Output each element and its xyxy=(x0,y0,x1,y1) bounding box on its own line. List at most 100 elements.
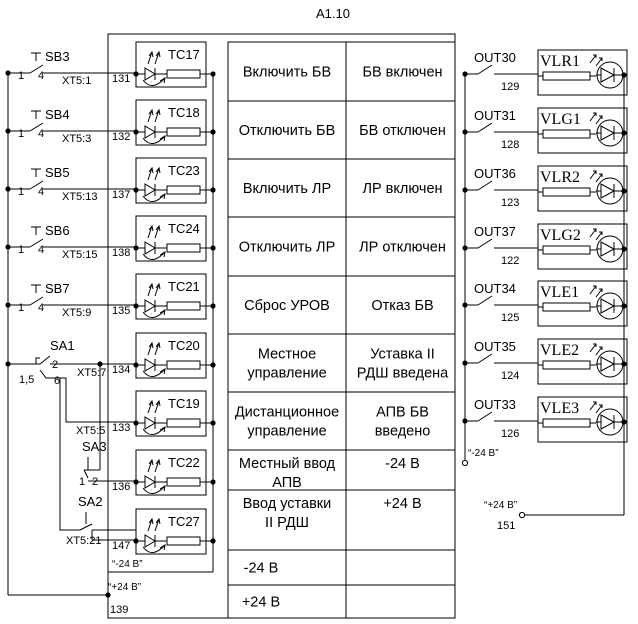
arc-arrowhead xyxy=(159,543,166,551)
led-icon xyxy=(144,416,156,430)
input-junction xyxy=(133,129,139,135)
switch-contact xyxy=(29,296,44,306)
feedback-arc xyxy=(142,544,166,553)
wire-number: 138 xyxy=(112,247,130,259)
table-cell-status: РДШ введена xyxy=(357,366,449,382)
emission-arrows-icon xyxy=(147,50,161,65)
table-cell-command: Включить ЛР xyxy=(243,181,331,197)
switch-contact xyxy=(29,238,44,248)
bus-junction xyxy=(621,188,627,194)
optocoupler-box xyxy=(135,390,207,437)
arc-arrowhead xyxy=(159,367,166,375)
led-icon xyxy=(600,125,616,141)
table-cell-command: -24 В xyxy=(244,561,279,577)
feedback-arc xyxy=(142,485,166,494)
bus-junction xyxy=(621,361,627,367)
led-icon xyxy=(144,358,156,372)
terminal-label: XT5:21 xyxy=(66,535,101,547)
optocoupler-box xyxy=(135,449,207,496)
wire-number: 147 xyxy=(112,540,130,552)
table-cell-command: +24 В xyxy=(242,595,280,611)
optocoupler-box xyxy=(135,508,207,555)
table-cell-command: АПВ xyxy=(272,475,302,491)
right-plus-bus-wire: 151 xyxy=(497,520,515,532)
resistor xyxy=(542,418,591,428)
pin-label: 1,5 xyxy=(19,374,34,386)
arc-arrowhead xyxy=(159,308,166,316)
emission-arrows-icon xyxy=(147,224,161,239)
indicator-label: VLR2 xyxy=(540,169,580,186)
switch-contact xyxy=(477,295,493,306)
emission-arrows-icon xyxy=(589,54,603,67)
table-cell-command: управление xyxy=(247,424,326,440)
pin-label: 2 xyxy=(92,476,98,488)
arc-arrowhead xyxy=(159,134,166,142)
wire-number: 133 xyxy=(112,422,130,434)
switch-contact xyxy=(29,122,44,132)
arc-arrowhead xyxy=(159,484,166,492)
feedback-arc xyxy=(142,426,166,435)
table-cell-status: БВ отключен xyxy=(359,123,446,139)
indicator-label: VLE2 xyxy=(540,342,579,359)
channel-label: TC18 xyxy=(168,105,200,120)
wire-number: 136 xyxy=(112,481,130,493)
arc-arrowhead xyxy=(159,425,166,433)
feedback-arc xyxy=(142,368,166,377)
resistor xyxy=(166,69,201,79)
emission-arrows-icon xyxy=(147,166,161,181)
emission-arrows-icon xyxy=(147,517,161,532)
table-cell-command: Сброс УРОВ xyxy=(244,298,330,314)
resistor xyxy=(542,129,591,139)
channel-label: TC21 xyxy=(168,279,200,294)
pin-label: 2 xyxy=(52,359,58,371)
button-label: SB7 xyxy=(45,281,70,296)
resistor xyxy=(166,127,201,137)
wire xyxy=(59,378,80,531)
channel-label: TC23 xyxy=(168,163,200,178)
button-label: SB4 xyxy=(45,107,70,122)
led-icon xyxy=(144,241,156,255)
led-icon xyxy=(600,241,616,257)
output-channels: OUT30129VLR1OUT31128VLG1OUT36123VLR2OUT3… xyxy=(461,49,628,519)
channel-label: TC19 xyxy=(168,396,200,411)
channel-label: TC17 xyxy=(168,47,200,62)
pin-label: 4 xyxy=(38,302,44,314)
channel-label: TC27 xyxy=(168,514,200,529)
table-cell-command: Местный ввод xyxy=(239,456,336,472)
bus-junction xyxy=(621,419,627,425)
button-label: SB3 xyxy=(45,49,70,64)
led-icon xyxy=(600,67,616,83)
input-junction xyxy=(133,479,139,485)
output-label: OUT33 xyxy=(474,397,516,412)
left-plus-bus-label: “+24 В” xyxy=(108,582,141,593)
table-cell-command: II РДШ xyxy=(265,515,309,531)
emission-arrows-icon xyxy=(589,285,603,298)
output-label: OUT30 xyxy=(474,50,516,65)
emission-arrows-icon xyxy=(589,170,603,183)
pin-label: 1 xyxy=(18,70,24,82)
table-cell-command: Ввод уставки xyxy=(243,496,331,512)
table-cell-command: Включить БВ xyxy=(243,65,331,81)
terminal-label: XT5:13 xyxy=(62,191,97,203)
pin-label: 4 xyxy=(38,186,44,198)
input-junction xyxy=(133,187,139,193)
table-cell-status: БВ включен xyxy=(362,65,442,81)
output-label: OUT37 xyxy=(474,224,516,239)
switch-label: SA3 xyxy=(82,439,107,454)
arc-arrowhead xyxy=(159,192,166,200)
wire-number: 135 xyxy=(112,305,130,317)
input-junction xyxy=(133,245,139,251)
table-cell-status: АПВ БВ xyxy=(376,405,429,421)
